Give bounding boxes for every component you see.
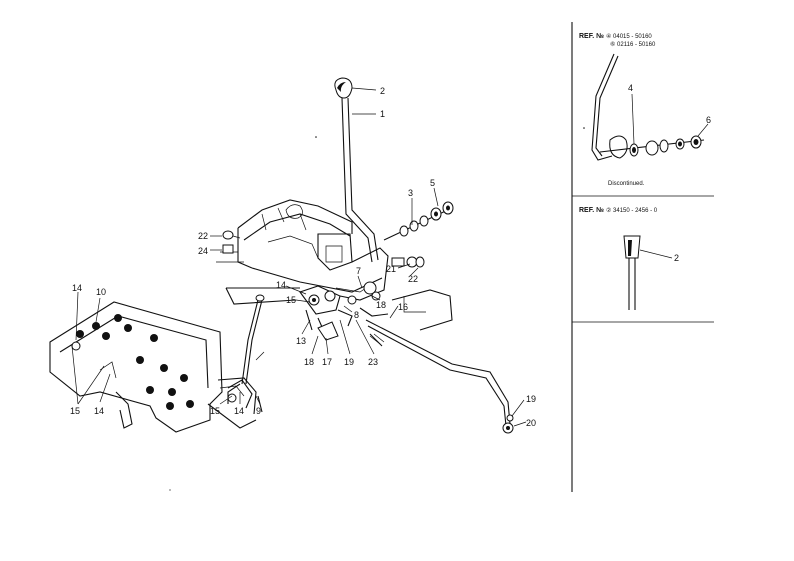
callout-1: 1	[380, 109, 385, 119]
callout-13: 13	[296, 336, 306, 346]
callout-19-b: 19	[526, 394, 536, 404]
callout-14: 14	[72, 283, 82, 293]
callout-15-b: 15	[286, 295, 296, 305]
callout-23: 23	[368, 357, 378, 367]
bolt-nut-right	[391, 256, 425, 268]
callout-14-d: 14	[234, 406, 244, 416]
control-rod	[365, 319, 514, 434]
callout-14-c: 14	[276, 280, 286, 290]
inset-mid-callout-2: 2	[674, 253, 679, 263]
callout-8: 8	[354, 310, 359, 320]
callout-3: 3	[408, 188, 413, 198]
callout-16: 16	[398, 302, 408, 312]
inset-top-line2: ⑥ 02116 - 50160	[610, 41, 656, 48]
bolt-nut-left	[222, 230, 241, 254]
callout-18: 18	[304, 357, 314, 367]
callout-24: 24	[198, 246, 208, 256]
step-plate	[49, 301, 257, 433]
callout-5: 5	[430, 178, 435, 188]
transmission-housing	[216, 199, 453, 331]
washer-stack	[383, 201, 454, 241]
discontinued-note: Discontinued.	[608, 181, 645, 187]
callout-7: 7	[356, 266, 361, 276]
callout-22: 22	[198, 231, 208, 241]
callout-19: 19	[344, 357, 354, 367]
inset-top-line1: ④ 04015 - 50160	[606, 33, 652, 40]
vertical-rod	[227, 294, 265, 404]
leader-lines	[71, 87, 527, 427]
inset-mid: REF. № ② 34150 - 2456 - 0 2	[579, 206, 679, 310]
callout-21: 21	[386, 264, 396, 274]
inset-frame	[571, 22, 714, 492]
callout-18-b: 18	[376, 300, 386, 310]
callout-9: 9	[256, 406, 261, 416]
inset-callout-4: 4	[628, 83, 633, 93]
linkage-bracket	[299, 281, 389, 341]
inset-mid-line1: ② 34150 - 2456 - 0	[606, 207, 658, 214]
inset-top: REF. № ④ 04015 - 50160 ⑥ 02116 - 50160 4…	[579, 32, 711, 187]
callout-10: 10	[96, 287, 106, 297]
main-assembly	[49, 77, 514, 434]
callout-labels: 2 1 3 5 7 22 24 21 22 14 10 15 14 14 15 …	[70, 86, 536, 428]
callout-17: 17	[322, 357, 332, 367]
callout-2: 2	[380, 86, 385, 96]
inset-top-ref-label: REF. №	[579, 32, 604, 40]
callout-14-b: 14	[94, 406, 104, 416]
callout-22-right: 22	[408, 274, 418, 284]
lower-linkage	[227, 351, 265, 413]
inset-mid-ref-label: REF. №	[579, 206, 604, 214]
inset-callout-6: 6	[706, 115, 711, 125]
callout-20: 20	[526, 418, 536, 428]
callout-15: 15	[70, 406, 80, 416]
callout-15-c: 15	[210, 406, 220, 416]
